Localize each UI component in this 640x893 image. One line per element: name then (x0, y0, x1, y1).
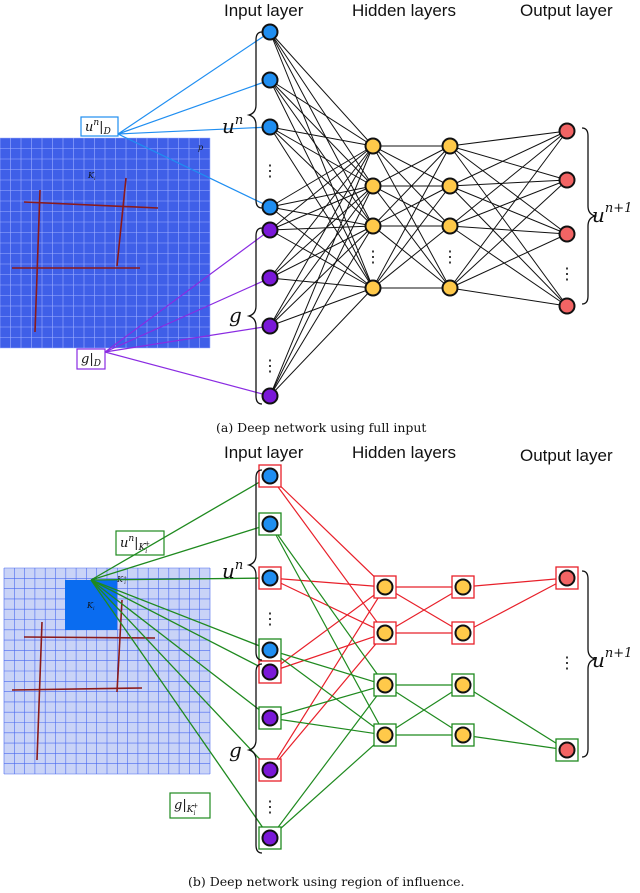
ellipsis-un-b: ⋮ (262, 609, 278, 628)
brace-g-a (246, 227, 263, 405)
panel-a: Ki p Input layer Hidden layers Output la… (0, 1, 632, 435)
header-output-a: Output layer (520, 1, 613, 20)
hidden-node-1 (376, 624, 394, 642)
ellipsis-out-b: ⋮ (559, 653, 575, 672)
header-input-b: Input layer (224, 443, 304, 462)
hidden-node-2 (441, 177, 459, 195)
hidden-node-2 (441, 217, 459, 235)
header-hidden-b: Hidden layers (352, 443, 456, 462)
links-a (104, 31, 568, 397)
ellipsis-h2-a: ⋮ (442, 247, 458, 266)
un-label-b: un (222, 558, 243, 583)
input-node-un (261, 23, 279, 41)
ellipsis-out-a: ⋮ (559, 264, 575, 283)
caption-b: (b) Deep network using region of influen… (188, 874, 465, 889)
output-node (558, 122, 576, 140)
input-node-g (261, 317, 279, 335)
input-node-un (261, 467, 279, 485)
un-D-label: un|D (85, 118, 111, 137)
hidden-node-1 (364, 177, 382, 195)
p-label: p (198, 143, 203, 152)
input-node-g (261, 387, 279, 405)
hidden-node-1 (364, 279, 382, 297)
input-node-un (261, 641, 279, 659)
input-node-g (261, 761, 279, 779)
brace-un1-b (581, 570, 598, 758)
hidden-node-2 (454, 578, 472, 596)
cracks-b (11, 599, 156, 761)
input-node-un (261, 118, 279, 136)
hidden-node-2 (441, 137, 459, 155)
brace-un1-a (581, 127, 598, 305)
g-K-box (169, 792, 211, 819)
mesh-a-grid (0, 137, 211, 349)
g-K-label: g|Ki+ (174, 798, 198, 817)
un-K-label: un|Ki+ (120, 534, 150, 555)
g-D-label: g|D (81, 352, 101, 369)
un1-label-a: un+1 (592, 201, 632, 227)
input-node-g (261, 829, 279, 847)
header-output-b: Output layer (520, 446, 613, 465)
un-label-a: un (222, 113, 243, 138)
input-node-un (261, 569, 279, 587)
output-node (558, 297, 576, 315)
ellipsis-g-a: ⋮ (262, 356, 278, 375)
output-node (558, 171, 576, 189)
cell-label-b: Ki (86, 601, 95, 612)
ellipsis-un-a: ⋮ (262, 161, 278, 180)
ellipsis-h1-a: ⋮ (365, 247, 381, 266)
input-node-g (261, 221, 279, 239)
hidden-node-1 (376, 578, 394, 596)
cracks-a (12, 177, 159, 333)
links-b (90, 475, 568, 839)
panel-b: Ki K+i Input layer Hidden layers Output … (3, 443, 632, 889)
output-node (558, 569, 576, 587)
input-node-g (261, 269, 279, 287)
nodes-b: ⋮ ⋮ ⋮ (258, 464, 579, 850)
input-node-un (261, 71, 279, 89)
input-node-g (261, 663, 279, 681)
hidden-node-2 (454, 624, 472, 642)
hidden-node-1 (364, 137, 382, 155)
hidden-node-1 (376, 676, 394, 694)
caption-a: (a) Deep network using full input (216, 420, 426, 435)
hidden-node-1 (364, 217, 382, 235)
un1-label-b: un+1 (592, 646, 632, 672)
hidden-node-2 (441, 279, 459, 297)
brace-g-b (246, 663, 263, 854)
g-D-box (76, 348, 106, 370)
g-label-a: g (229, 303, 242, 327)
hidden-node-1 (376, 726, 394, 744)
brace-un-a (246, 31, 263, 209)
input-node-un (261, 198, 279, 216)
hidden-node-2 (454, 726, 472, 744)
output-node (558, 225, 576, 243)
input-node-un (261, 515, 279, 533)
ellipsis-g-b: ⋮ (262, 797, 278, 816)
hidden-node-2 (454, 676, 472, 694)
header-input-a: Input layer (224, 1, 304, 20)
input-node-g (261, 709, 279, 727)
un-D-box (80, 116, 119, 137)
nodes-a: ⋮ ⋮ ⋮ ⋮ ⋮ (261, 23, 576, 405)
g-label-b: g (229, 738, 242, 762)
output-node (558, 741, 576, 759)
header-hidden-a: Hidden layers (352, 1, 456, 20)
brace-un-b (246, 469, 263, 661)
cell-label-a: Ki (87, 171, 96, 182)
